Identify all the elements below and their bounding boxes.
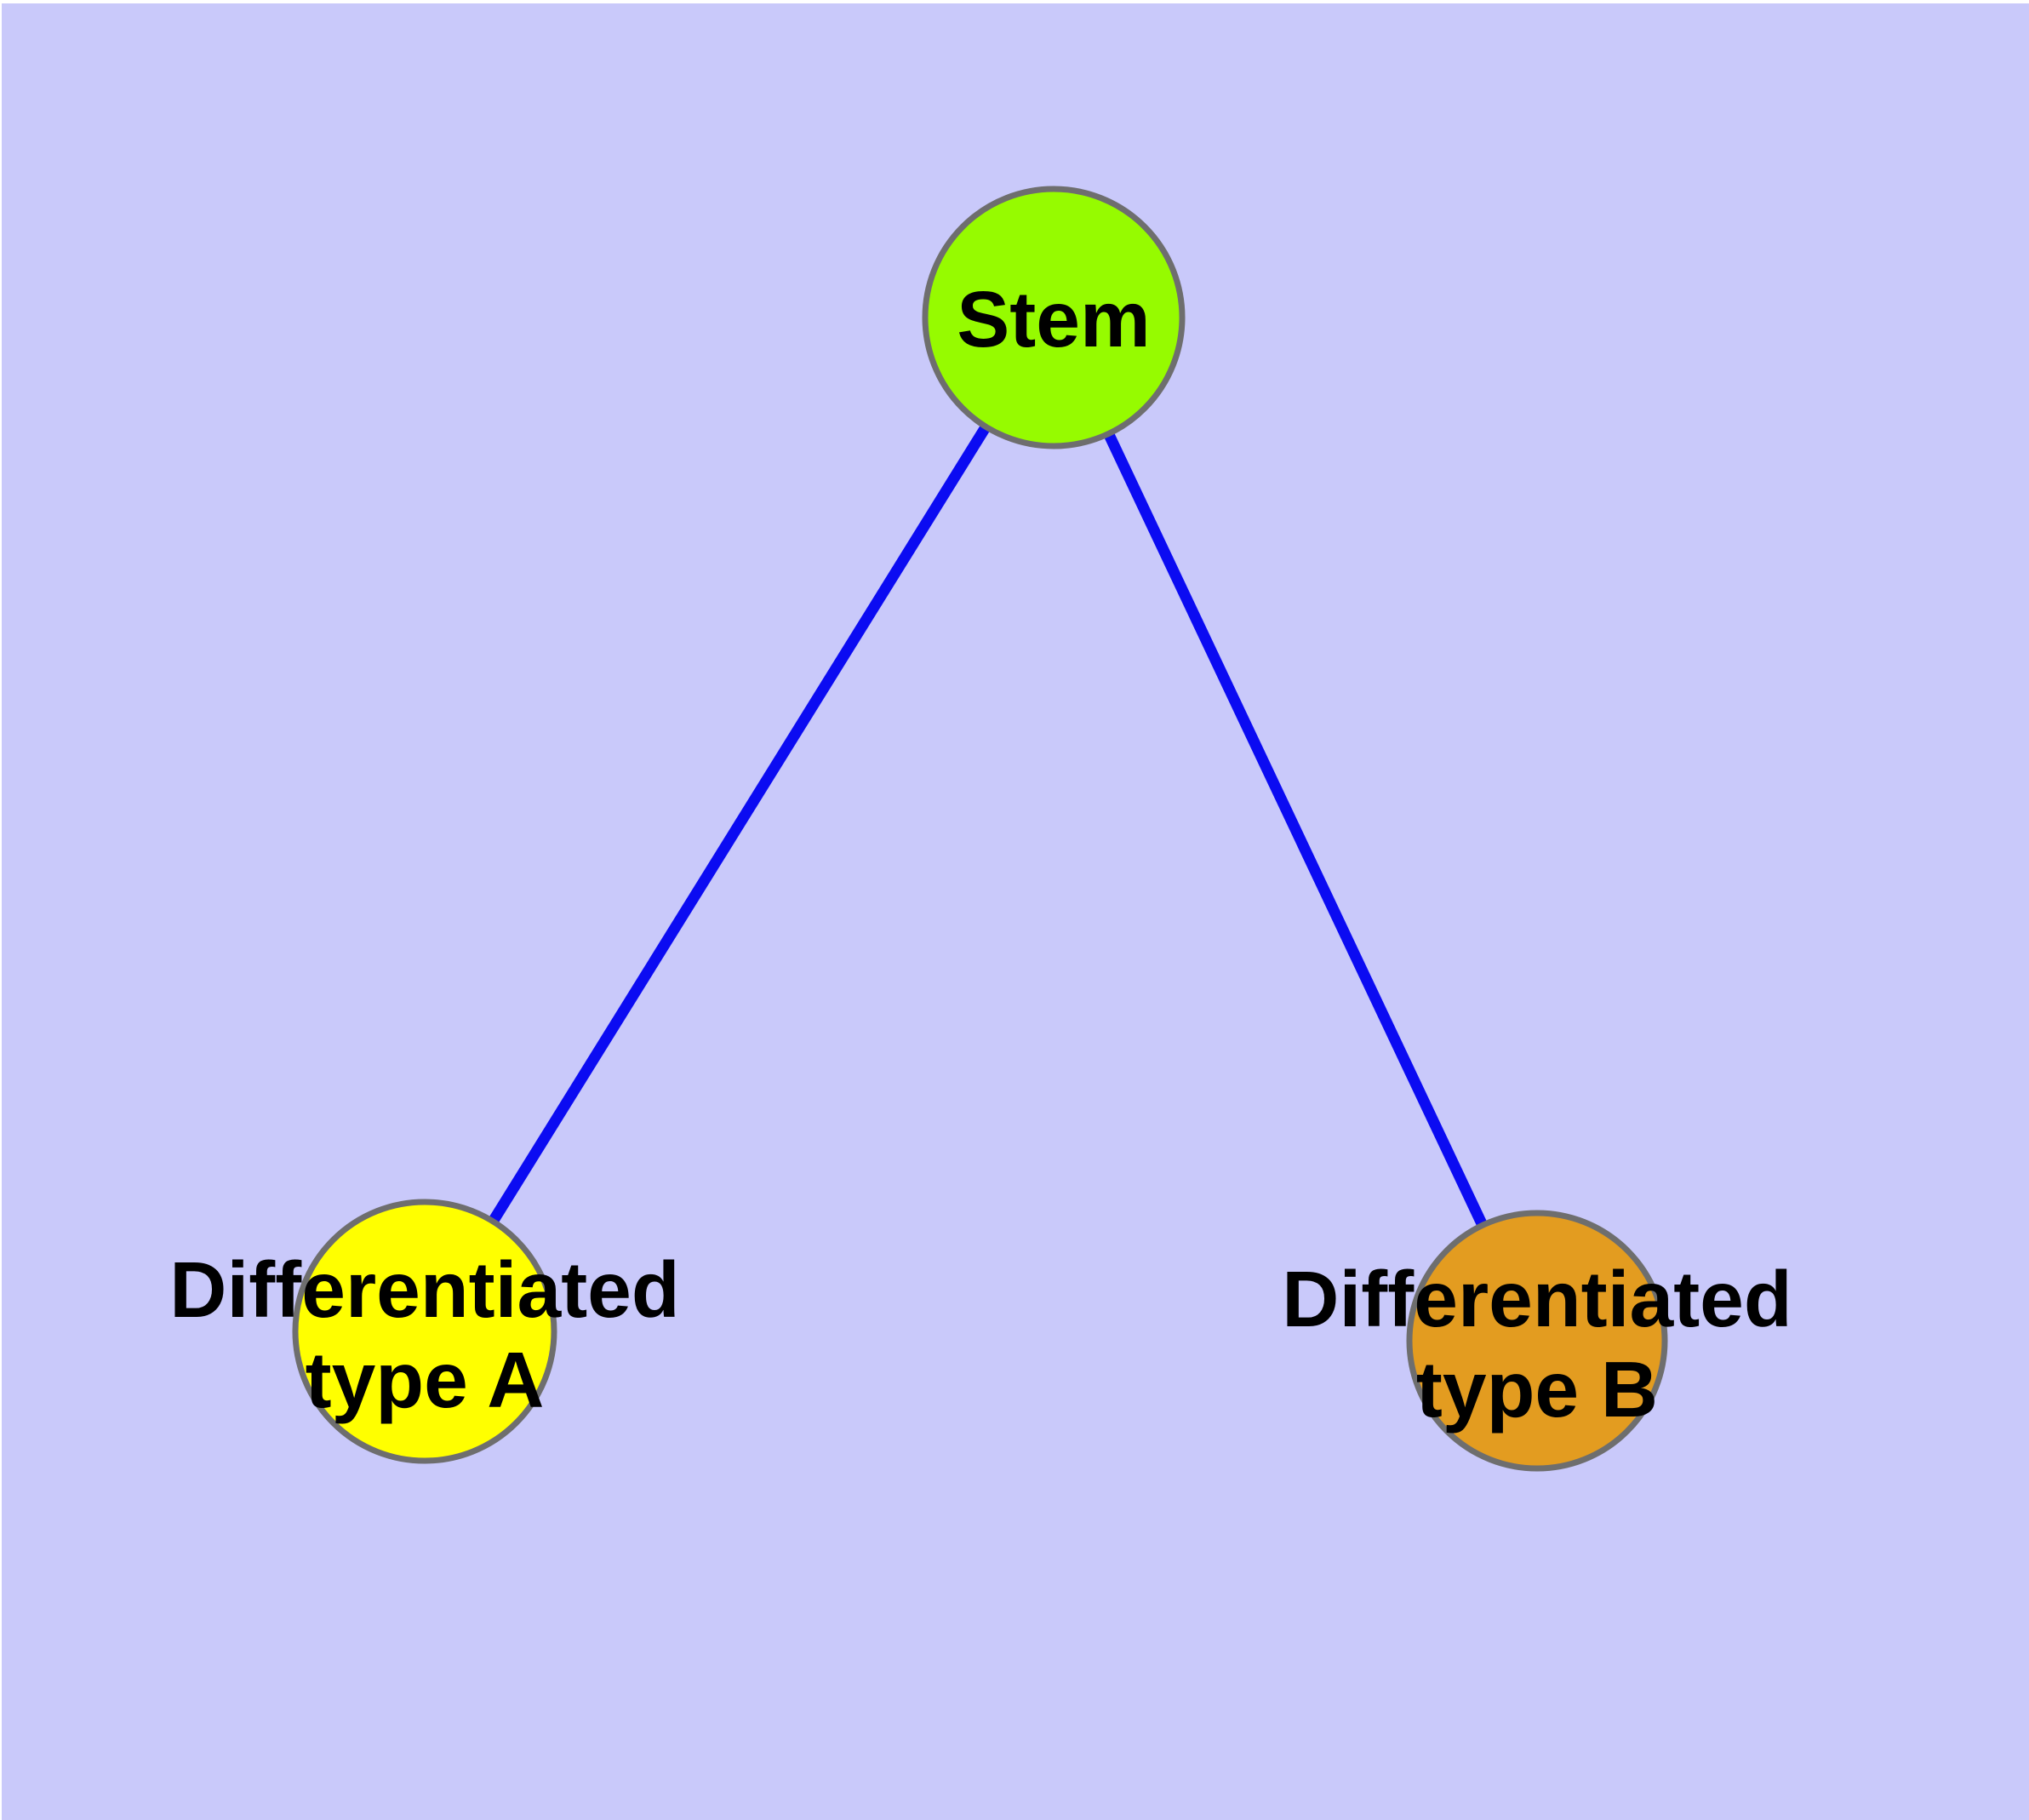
differentiated-type-b-circle: [1406, 1210, 1668, 1472]
edge-stem-to-type-a: [420, 314, 1059, 1335]
differentiated-type-b-label-line1: Differentiated: [1282, 1255, 1792, 1343]
edge-stem-to-type-b: [1049, 315, 1542, 1343]
differentiated-type-a-label-line1: Differentiated: [169, 1245, 679, 1334]
stem-node: Stem: [922, 186, 1186, 449]
differentiated-type-b-label-line2: type B: [1416, 1345, 1658, 1434]
stem-node-label: Stem: [957, 275, 1150, 363]
stem-node-circle: [922, 186, 1186, 449]
differentiated-type-a-circle: [292, 1199, 557, 1464]
differentiated-type-a-node: Differentiated type A: [169, 1199, 680, 1464]
differentiated-type-a-label-line2: type A: [306, 1336, 545, 1424]
differentiated-type-b-node: Differentiated type B: [1282, 1210, 1792, 1472]
